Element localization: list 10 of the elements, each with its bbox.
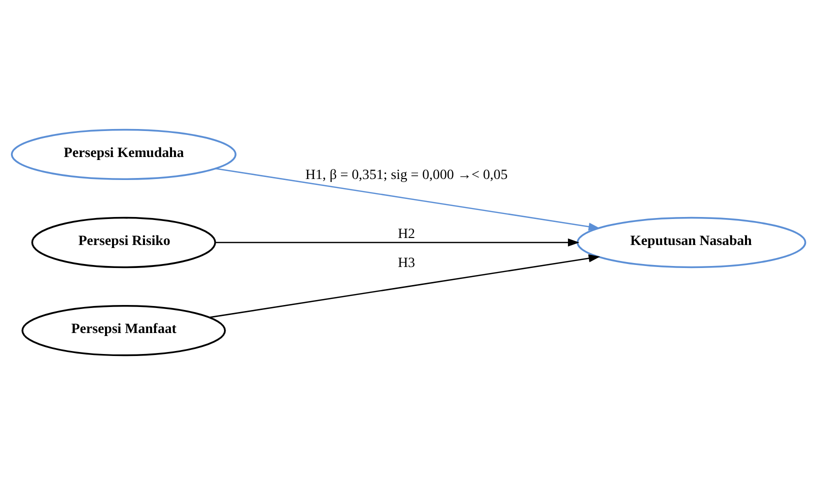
arrow bbox=[216, 238, 580, 246]
node-ellipse: Keputusan Nasabah bbox=[576, 216, 806, 268]
node-ellipse: Persepsi Manfaat bbox=[22, 304, 226, 356]
edge-label: H1, β = 0,351; sig = 0,000 →< 0,05 bbox=[305, 166, 508, 182]
edge-label: H3 bbox=[398, 254, 416, 270]
arrow bbox=[216, 167, 600, 230]
arrow bbox=[210, 254, 600, 318]
node-ellipse: Persepsi Risiko bbox=[31, 216, 216, 268]
edge-label: H2 bbox=[398, 225, 416, 242]
node-ellipse: Persepsi Kemudaha bbox=[10, 128, 236, 180]
